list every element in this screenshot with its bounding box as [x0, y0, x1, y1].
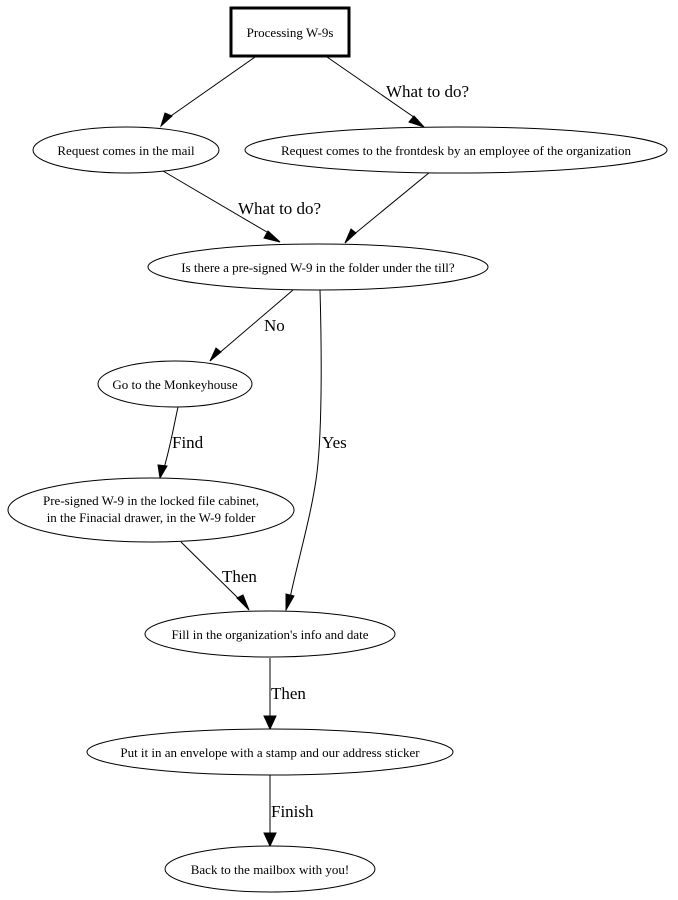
node-go-monkeyhouse: Go to the Monkeyhouse	[97, 360, 253, 408]
edge-label-find: Find	[172, 433, 204, 452]
node-label: Fill in the organization's info and date	[171, 627, 368, 642]
node-envelope: Put it in an envelope with a stamp and o…	[86, 728, 454, 776]
arrowhead-icon	[209, 347, 222, 362]
edge-label-then-1: Then	[222, 567, 257, 586]
edge-mail-to-question: What to do?	[162, 170, 321, 243]
node-label: Is there a pre-signed W-9 in the folder …	[181, 260, 455, 275]
edge-start-to-frontdesk: What to do?	[326, 56, 469, 129]
node-label: Processing W-9s	[247, 25, 334, 40]
edge-label-finish: Finish	[271, 802, 314, 821]
arrowhead-icon	[159, 112, 173, 128]
edge-fill-to-envelope: Then	[263, 658, 306, 731]
edge-start-to-mail	[159, 56, 256, 128]
node-question-presigned: Is there a pre-signed W-9 in the folder …	[147, 243, 489, 291]
arrowhead-icon	[263, 715, 277, 731]
node-request-mail: Request comes in the mail	[32, 126, 220, 174]
edge-monkeyhouse-to-cabinet: Find	[157, 406, 204, 480]
edge-label-what-to-do-2: What to do?	[238, 199, 321, 218]
node-label: Request comes in the mail	[57, 143, 195, 158]
arrowhead-icon	[285, 593, 295, 612]
node-label: Go to the Monkeyhouse	[112, 377, 238, 392]
node-label: Back to the mailbox with you!	[191, 862, 350, 877]
edge-label-what-to-do-1: What to do?	[386, 82, 469, 101]
edge-cabinet-to-fill: Then	[180, 541, 257, 611]
node-presigned-cabinet: Pre-signed W-9 in the locked file cabine…	[7, 477, 295, 543]
edge-question-to-monkeyhouse: No	[209, 289, 294, 362]
node-label-line-2: in the Finacial drawer, in the W-9 folde…	[47, 510, 256, 525]
edge-envelope-to-mailbox: Finish	[263, 775, 314, 848]
arrowhead-icon	[263, 832, 277, 848]
node-fill-info: Fill in the organization's info and date	[144, 610, 396, 658]
node-processing-w9s: Processing W-9s	[229, 6, 351, 58]
edge-label-yes: Yes	[322, 433, 347, 452]
arrowhead-icon	[344, 228, 357, 244]
node-request-frontdesk: Request comes to the frontdesk by an emp…	[244, 126, 668, 174]
edge-label-then-2: Then	[271, 684, 306, 703]
edge-question-to-fill: Yes	[285, 289, 347, 612]
edge-frontdesk-to-question	[344, 171, 431, 244]
arrowhead-icon	[408, 115, 426, 129]
arrowhead-icon	[263, 230, 281, 243]
node-label-line-1: Pre-signed W-9 in the locked file cabine…	[43, 493, 259, 508]
node-label: Request comes to the frontdesk by an emp…	[281, 143, 631, 158]
edge-label-no: No	[264, 316, 285, 335]
arrowhead-icon	[236, 594, 250, 611]
node-label: Put it in an envelope with a stamp and o…	[120, 745, 420, 760]
arrowhead-icon	[157, 464, 168, 480]
node-back-to-mailbox: Back to the mailbox with you!	[164, 845, 376, 893]
